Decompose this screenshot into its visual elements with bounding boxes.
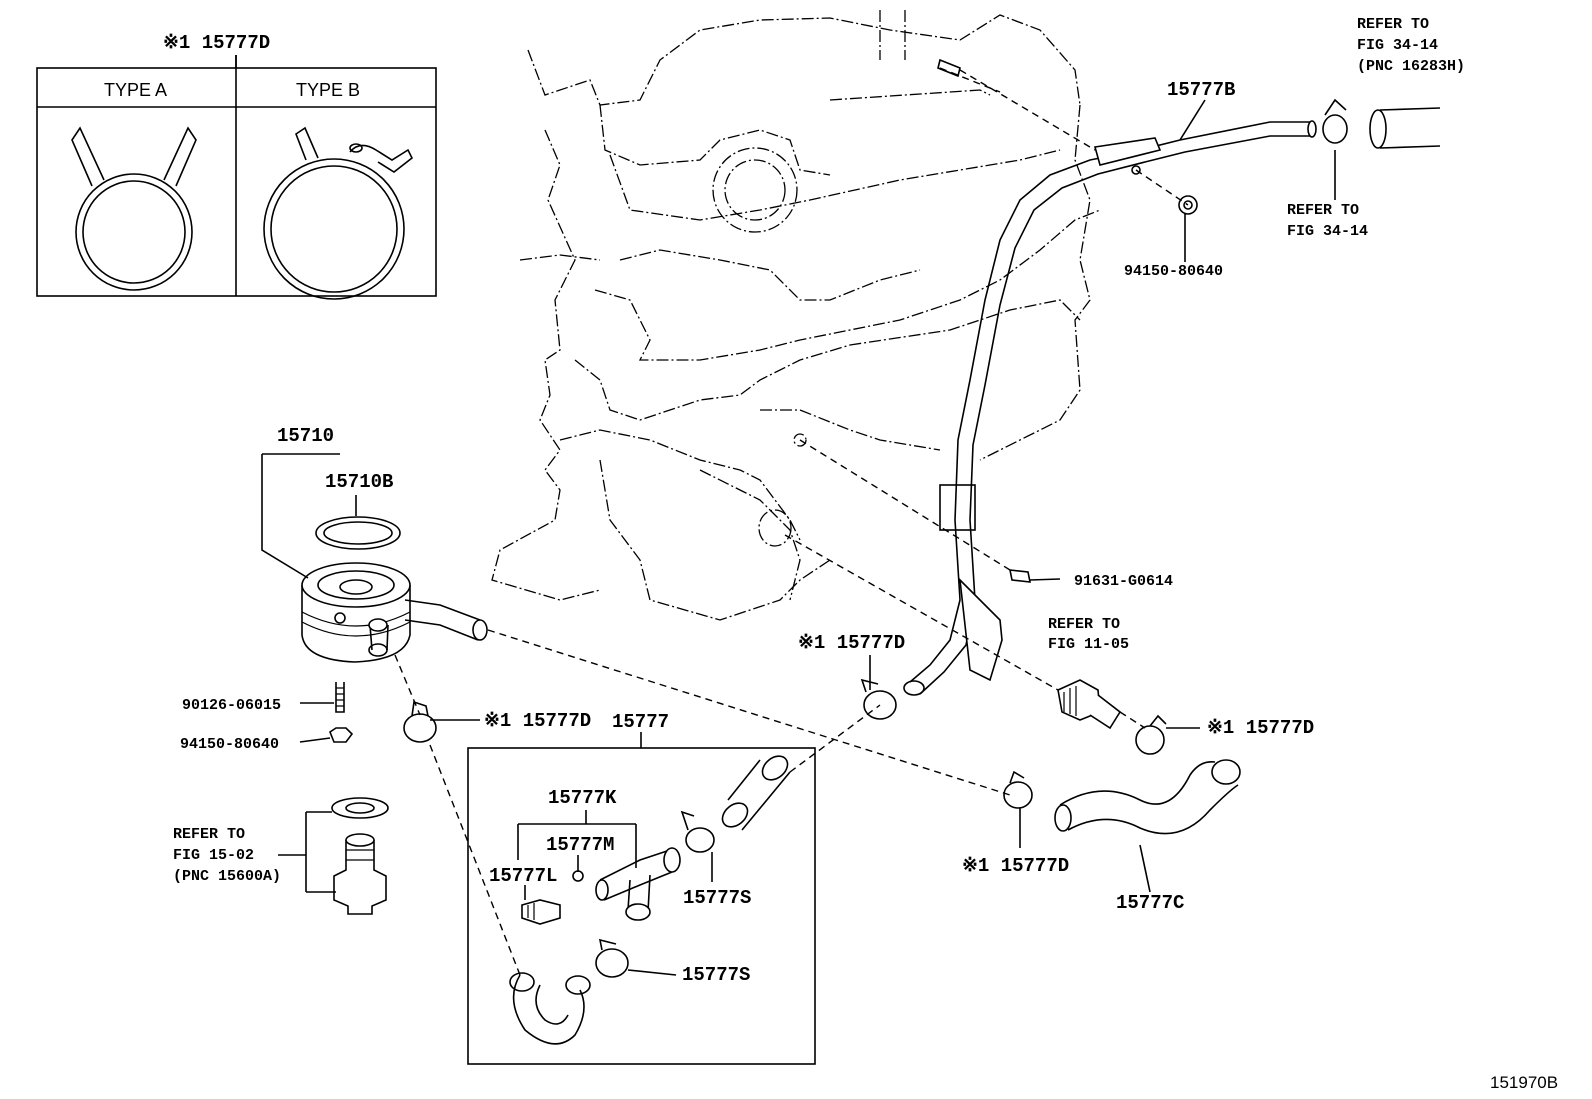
label-15777D-right: ※1 15777D: [1207, 717, 1314, 739]
type-b-clip-drawing: [263, 126, 414, 300]
inset-title: ※1 15777D: [163, 32, 270, 54]
hose-15777C: [1054, 759, 1241, 835]
label-94150-top: 94150-80640: [1124, 263, 1223, 280]
clamp-top-right: [1322, 98, 1348, 144]
label-refer-34-14-mid-line2: FIG 34-14: [1287, 223, 1368, 240]
sensor-fig-11-05: [1057, 679, 1122, 730]
label-refer-15-02-line1: REFER TO: [173, 826, 245, 843]
engine-block-outline: [491, 10, 1101, 621]
label-15777D-bottom: ※1 15777D: [962, 855, 1069, 877]
clamp-left: [403, 700, 437, 743]
oil-cooler-15710: [301, 516, 488, 663]
label-15777S-upper: 15777S: [683, 887, 751, 909]
label-90126: 90126-06015: [182, 697, 281, 714]
label-15777D-left: ※1 15777D: [484, 710, 591, 732]
type-a-clip-drawing: [71, 126, 197, 291]
label-refer-11-05-line2: FIG 11-05: [1048, 636, 1129, 653]
label-15777C: 15777C: [1116, 892, 1184, 914]
label-15710: 15710: [277, 425, 334, 447]
bolt-90126: [335, 682, 345, 713]
label-15777M: 15777M: [546, 834, 614, 856]
clip-type-inset: ※1 15777D TYPE A TYPE B: [36, 32, 437, 300]
clamp-bottom-right: [1003, 770, 1033, 809]
label-94150-left: 94150-80640: [180, 736, 279, 753]
type-a-header: TYPE A: [104, 80, 167, 100]
label-15777L: 15777L: [489, 865, 557, 887]
label-15777K: 15777K: [548, 787, 617, 809]
label-refer-34-14-top-line1: REFER TO: [1357, 16, 1429, 33]
part-labels: 15777B REFER TO FIG 34-14 (PNC 16283H) R…: [173, 16, 1558, 1092]
label-15777: 15777: [612, 711, 669, 733]
label-91631: 91631-G0614: [1074, 573, 1173, 590]
type-b-header: TYPE B: [296, 80, 360, 100]
label-15777D-mid: ※1 15777D: [798, 632, 905, 654]
figure-code: 151970B: [1490, 1073, 1558, 1092]
label-refer-15-02-line2: FIG 15-02: [173, 847, 254, 864]
label-15777B: 15777B: [1167, 79, 1235, 101]
label-refer-34-14-top-line2: FIG 34-14: [1357, 37, 1438, 54]
label-refer-34-14-top-line3: (PNC 16283H): [1357, 58, 1465, 75]
clamp-mid: [860, 678, 897, 720]
bolt-91631: [1009, 569, 1031, 583]
hose-16283H: [1369, 107, 1441, 149]
label-refer-15-02-line3: (PNC 15600A): [173, 868, 281, 885]
label-15710B: 15710B: [325, 471, 393, 493]
clamp-right: [1135, 714, 1167, 755]
label-refer-11-05-line1: REFER TO: [1048, 616, 1120, 633]
kit-parts: [509, 755, 791, 1045]
union-bolt-15600A: [331, 797, 389, 915]
bolt-top: [937, 58, 961, 78]
nut-94150-left: [329, 727, 354, 743]
label-15777S-lower: 15777S: [682, 964, 750, 986]
label-refer-34-14-mid-line1: REFER TO: [1287, 202, 1359, 219]
pipe-15777B: [903, 120, 1317, 696]
leader-lines: [235, 55, 1336, 976]
